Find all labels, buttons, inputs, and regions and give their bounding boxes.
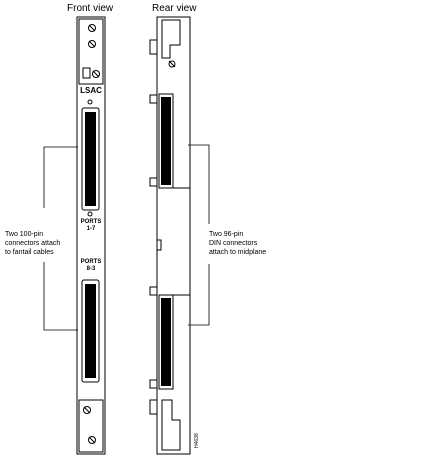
card-name-label: LSAC: [80, 86, 102, 95]
rear-view-title: Rear view: [152, 3, 197, 14]
rear-view-panel: [149, 16, 191, 455]
left-callout-line-3: to fantail cables: [5, 249, 54, 256]
din-connector-upper: [158, 93, 174, 189]
top-ejector: [78, 18, 104, 85]
figure-id-label: H4638: [194, 433, 200, 448]
top-screw-2-icon: [88, 40, 96, 48]
right-callout-line-1: Two 96-pin: [209, 231, 244, 238]
din-connector-lower: [158, 294, 174, 390]
ports-top-line-1: PORTS: [80, 219, 102, 225]
rear-top-screw-icon: [168, 60, 176, 68]
connector-ports-1-7: [81, 107, 100, 211]
right-callout-line-3: attach to midplane: [209, 249, 267, 256]
front-faceplate: [76, 16, 106, 455]
led-top-icon: [87, 99, 93, 105]
front-view-title: Front view: [67, 3, 114, 14]
left-callout-text: Two 100-pin connectors attach to fantail…: [5, 230, 75, 257]
top-screw-icon: [88, 24, 96, 32]
right-callout-text: Two 96-pin DIN connectors attach to midp…: [209, 230, 289, 257]
connector-ports-8-3: [81, 279, 100, 383]
rear-top-bracket: [161, 19, 181, 59]
left-callout-bracket: [43, 146, 78, 331]
ports-top-line-2: 1-7: [86, 226, 96, 232]
bottom-screw-icon: [88, 436, 96, 444]
top-latch-screw-icon: [92, 70, 100, 78]
left-callout-line-2: connectors attach: [5, 240, 61, 247]
front-view-panel: [76, 16, 106, 455]
led-mid-icon: [87, 211, 93, 217]
left-callout-line-1: Two 100-pin: [5, 231, 44, 238]
bottom-latch-screw-icon: [83, 406, 91, 414]
ports-top-label: PORTS 1-7: [77, 219, 105, 233]
bottom-ejector: [78, 399, 104, 453]
right-callout-line-2: DIN connectors: [209, 240, 258, 247]
ports-bottom-line-2: 8-3: [86, 266, 96, 272]
right-callout-bracket: [188, 144, 210, 326]
ports-bottom-line-1: PORTS: [80, 259, 102, 265]
rear-bottom-bracket: [161, 399, 181, 451]
ports-bottom-label: PORTS 8-3: [77, 259, 105, 273]
rear-card-edge: [156, 16, 191, 455]
